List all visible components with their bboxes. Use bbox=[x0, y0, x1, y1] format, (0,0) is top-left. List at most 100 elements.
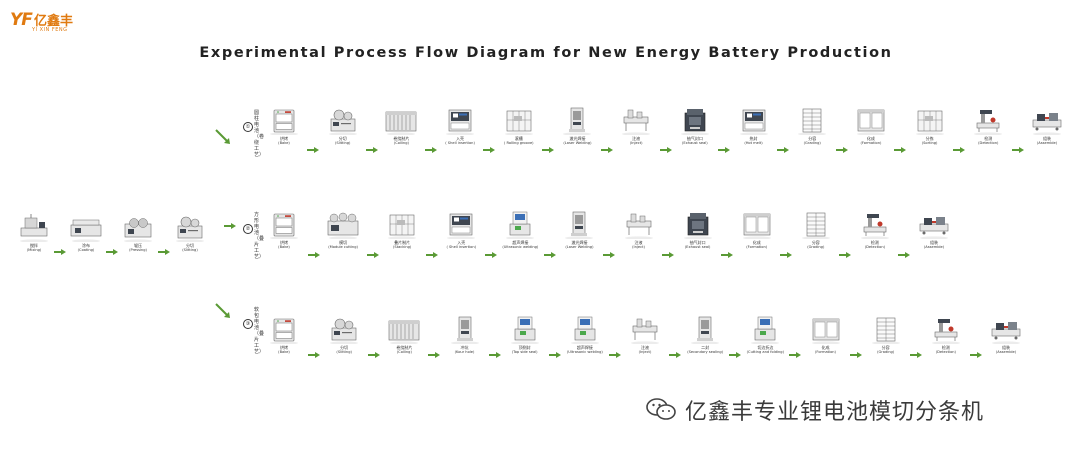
row1-step-9: 热封(Hot melt) bbox=[738, 105, 770, 147]
branch-number: ② bbox=[243, 224, 253, 234]
step-label-en: (Inject) bbox=[638, 350, 652, 354]
tower-icon bbox=[565, 211, 594, 239]
step-label: 分容 bbox=[808, 136, 817, 141]
row1-step-10: 分容(Grading) bbox=[796, 105, 828, 147]
row3-arrow-icon bbox=[608, 352, 621, 358]
step-caption: 注液(Inject) bbox=[604, 136, 668, 146]
tower-icon bbox=[563, 107, 592, 135]
step-label-en: (Kour hole) bbox=[454, 350, 475, 354]
step-label-en: ( Shell insertion) bbox=[445, 141, 475, 145]
step-label-en: ( Rolling groove) bbox=[503, 141, 534, 145]
step-label-en: (Grading) bbox=[877, 350, 895, 354]
step-label: 烘烤 bbox=[280, 136, 288, 141]
step-caption: 切边折边(Cutting and folding) bbox=[733, 345, 797, 355]
formation-icon bbox=[811, 318, 840, 344]
row3-arrow-icon bbox=[849, 352, 862, 358]
step-label-en: (Bake) bbox=[278, 350, 290, 354]
row1-step-4: 入壳( Shell insertion) bbox=[444, 105, 476, 147]
prep-step-3: 辊压(Pressing) bbox=[122, 212, 154, 254]
row1-step-12: 分拣(Sorting) bbox=[914, 105, 946, 147]
box-machine-icon bbox=[683, 213, 712, 239]
row2-arrow-icon bbox=[780, 252, 793, 258]
step-caption: 辊压(Pressing) bbox=[106, 243, 170, 253]
step-label: 热封 bbox=[749, 136, 758, 141]
step-label: 二封 bbox=[701, 345, 710, 350]
step-label-en: (Bake) bbox=[278, 245, 290, 249]
step-caption: 滚槽( Rolling groove) bbox=[487, 136, 551, 146]
company-logo: YF 亿鑫丰 YI XIN FENG bbox=[10, 8, 80, 34]
prep-step-4: 分切(Slitting) bbox=[174, 212, 206, 254]
step-label-en: (Laser Welding) bbox=[565, 245, 594, 249]
prep-arrow-icon bbox=[54, 249, 66, 255]
step-label-en: (Cutting and folding) bbox=[746, 350, 784, 354]
step-label: 烘烤 bbox=[280, 345, 288, 350]
step-caption: 抽气封口(Exhaust seal) bbox=[663, 136, 727, 146]
row2-step-1: 烘烤(Bake) bbox=[268, 209, 300, 251]
filler-icon bbox=[631, 318, 659, 344]
row1-arrow-icon bbox=[718, 147, 731, 153]
step-label: 搅拌 bbox=[30, 243, 38, 248]
step-caption: 检测(Detection) bbox=[956, 136, 1020, 146]
step-label: 烘烤 bbox=[280, 240, 288, 245]
step-label-en: (Detection) bbox=[864, 245, 886, 249]
step-label: 顶侧封 bbox=[518, 345, 531, 350]
step-caption: 烘烤(Bake) bbox=[252, 136, 316, 146]
step-label-en: (Grading) bbox=[807, 245, 825, 249]
step-label: 组装 bbox=[1002, 345, 1010, 350]
row1-arrow-icon bbox=[483, 147, 496, 153]
step-label-en: (Stacking) bbox=[393, 245, 412, 249]
row2-step-5: 超声焊接(Ultrasonic welding) bbox=[502, 209, 538, 251]
step-label: 组装 bbox=[930, 240, 938, 245]
row3-arrow-icon bbox=[368, 352, 381, 358]
assembly-icon bbox=[1032, 113, 1062, 135]
row2-step-12: 组装(Assemble) bbox=[918, 209, 950, 251]
rack-icon bbox=[798, 108, 827, 135]
row3-step-6: 超声焊接(Ultrasonic welding) bbox=[567, 314, 603, 356]
step-caption: 二封(Secondary sealing) bbox=[673, 345, 737, 355]
mixer-icon bbox=[20, 214, 48, 242]
step-label: 检测 bbox=[984, 136, 993, 141]
row3-step-7: 注液(Inject) bbox=[629, 314, 661, 356]
row1-arrow-icon bbox=[1011, 147, 1024, 153]
row1-arrow-icon bbox=[835, 147, 848, 153]
step-caption: 分容(Grading) bbox=[854, 345, 918, 355]
step-label-en: (Assemble) bbox=[923, 245, 945, 249]
step-label: 超声焊接 bbox=[576, 345, 593, 350]
row2-arrow-icon bbox=[898, 252, 911, 258]
step-label-en: (Ultrasonic welding) bbox=[566, 350, 603, 354]
step-label-en: (Assemble) bbox=[995, 350, 1017, 354]
row3-arrow-icon bbox=[969, 352, 982, 358]
row2-step-2: 模切(Module cutting) bbox=[327, 209, 359, 251]
row1-step-11: 化成(Formation) bbox=[855, 105, 887, 147]
branch-mid-arrow-icon bbox=[224, 223, 236, 229]
step-caption: 检测(Detection) bbox=[843, 240, 907, 250]
step-caption: 顶侧封(Top side seal) bbox=[493, 345, 557, 355]
die-cutter-icon bbox=[327, 212, 359, 239]
step-label: 激光焊接 bbox=[569, 136, 586, 141]
step-label-en: (Grading) bbox=[803, 141, 821, 145]
row1-arrow-icon bbox=[307, 147, 320, 153]
welder-icon bbox=[751, 316, 780, 344]
row2-step-9: 化成(Formation) bbox=[741, 209, 773, 251]
step-caption: 分拣(Sorting) bbox=[898, 136, 962, 146]
row2-arrow-icon bbox=[543, 252, 556, 258]
row2-step-4: 入壳( Shell insertion) bbox=[445, 209, 477, 251]
row3-step-12: 检测(Detection) bbox=[930, 314, 962, 356]
formation-icon bbox=[742, 213, 771, 239]
enclosure-icon bbox=[504, 110, 533, 135]
row3-arrow-icon bbox=[909, 352, 922, 358]
slitter-icon bbox=[328, 109, 357, 135]
step-caption: 烘烤(Bake) bbox=[252, 240, 316, 250]
row3-step-13: 组装(Assemble) bbox=[990, 314, 1022, 356]
row1-arrow-icon bbox=[776, 147, 789, 153]
row3-arrow-icon bbox=[548, 352, 561, 358]
row1-arrow-icon bbox=[542, 147, 555, 153]
row1-arrow-icon bbox=[600, 147, 613, 153]
row3-step-1: 烘烤(Bake) bbox=[268, 314, 300, 356]
row2-arrow-icon bbox=[484, 252, 497, 258]
step-label: 化成 bbox=[752, 240, 761, 245]
row1-step-7: 注液(Inject) bbox=[620, 105, 652, 147]
tower-icon bbox=[691, 316, 720, 344]
